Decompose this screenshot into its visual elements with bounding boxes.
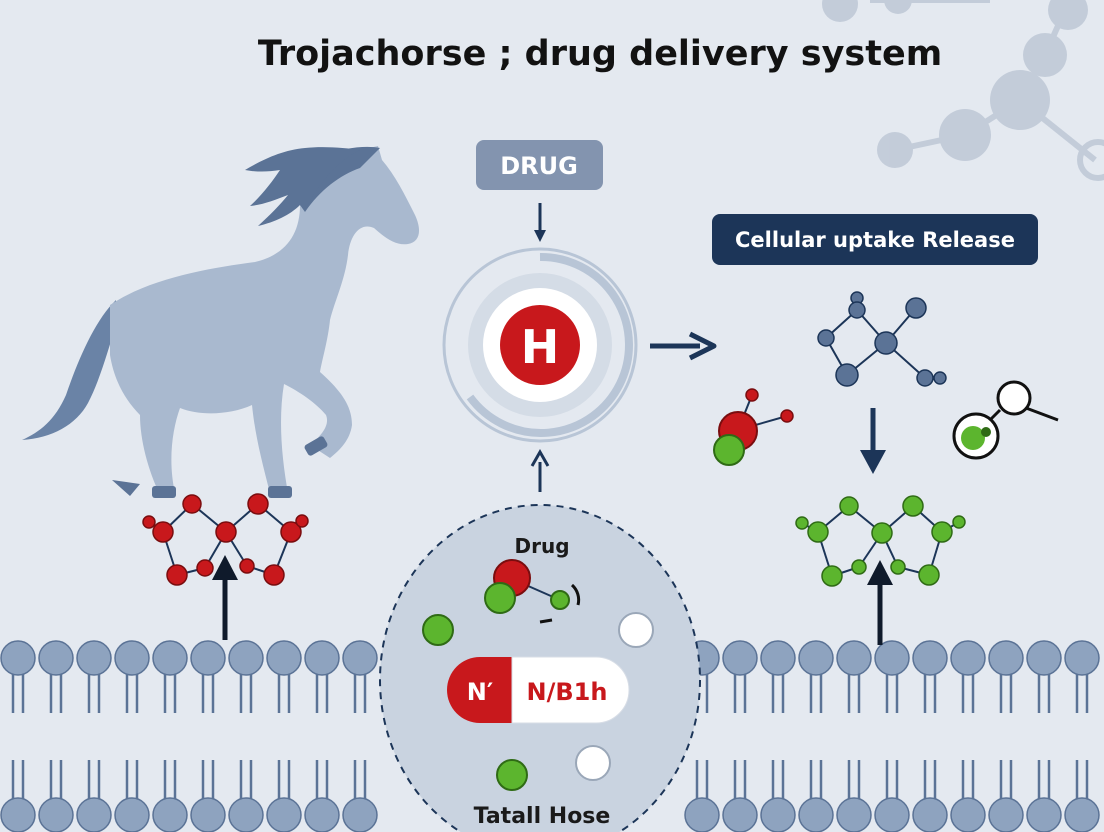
navy-molecule-icon [817, 291, 947, 387]
page-title: Trojachorse ; drug delivery system [258, 34, 942, 74]
molecule-atom [239, 558, 255, 574]
capsule: N′ N/Β1h [447, 656, 630, 724]
molecule-atom [215, 521, 237, 543]
lipid-head [1026, 640, 1062, 676]
vesicle-up-arrow [530, 448, 550, 492]
drug-molecule-icon [713, 388, 794, 466]
lipid-head [228, 797, 264, 832]
molecule-atom [247, 493, 269, 515]
molecule-atom [280, 521, 302, 543]
white-particle [575, 745, 611, 781]
lipid-head [874, 640, 910, 676]
drug-box: DRUG [476, 140, 603, 190]
molecule-atom [918, 564, 940, 586]
molecule-atom [142, 515, 156, 529]
lipid-head [798, 640, 834, 676]
lipid-head [266, 640, 302, 676]
lipid-head [912, 640, 948, 676]
lipid-head [722, 797, 758, 832]
green-particle [422, 614, 454, 646]
lipid-head [760, 640, 796, 676]
vesicle: Drug N′ N/Β1h Tatall Hose [379, 504, 701, 832]
lipid-head [988, 640, 1024, 676]
molecule-atom [839, 496, 859, 516]
lipid-head [1064, 640, 1100, 676]
lipid-head [190, 797, 226, 832]
molecule-atom [902, 495, 924, 517]
lipid-head [38, 797, 74, 832]
vesicle-bottom-label: Tatall Hose [474, 804, 611, 829]
core-letter: H [521, 320, 560, 374]
horse-icon [22, 146, 420, 498]
lipid-head [342, 797, 378, 832]
lipid-head [874, 797, 910, 832]
right-down-arrow [860, 408, 886, 474]
magnifier-icon [952, 380, 1059, 460]
vesicle-drug-label: Drug [514, 534, 569, 558]
lipid-head [912, 797, 948, 832]
lipid-head [76, 640, 112, 676]
lipid-head [152, 640, 188, 676]
capsule-left-label: N′ [467, 678, 493, 706]
capsule-right-label: N/Β1h [527, 678, 608, 706]
lipid-head [304, 640, 340, 676]
molecule-atom [182, 494, 202, 514]
lipid-head [152, 797, 188, 832]
molecule-atom [196, 559, 214, 577]
right-arrow [650, 331, 717, 361]
molecule-atom [931, 521, 953, 543]
lipid-head [798, 797, 834, 832]
green-particle [496, 759, 528, 791]
drug-core-icon: H [442, 247, 638, 443]
lipid-head [114, 797, 150, 832]
lipid-head [114, 640, 150, 676]
lipid-head [304, 797, 340, 832]
lipid-head [0, 797, 36, 832]
lipid-head [190, 640, 226, 676]
molecule-atom [807, 521, 829, 543]
lipid-head [988, 797, 1024, 832]
molecule-atom [890, 559, 906, 575]
molecule-atom [795, 516, 809, 530]
molecule-atom [166, 564, 188, 586]
molecule-atom [851, 559, 867, 575]
lipid-head [76, 797, 112, 832]
lipid-head [0, 640, 36, 676]
decorative-molecule-icon [822, 0, 1104, 181]
lipid-head [722, 640, 758, 676]
lipid-head [266, 797, 302, 832]
green-molecule-icon [795, 495, 966, 587]
lipid-head [38, 640, 74, 676]
molecule-atom [821, 565, 843, 587]
lipid-head [836, 797, 872, 832]
lipid-head [950, 640, 986, 676]
molecule-atom [263, 564, 285, 586]
lipid-head [228, 640, 264, 676]
lipid-head [1064, 797, 1100, 832]
lipid-head [950, 797, 986, 832]
lipid-head [684, 797, 720, 832]
white-particle [618, 612, 654, 648]
molecule-atom [871, 522, 893, 544]
vesicle-drug-molecule-icon [484, 559, 581, 624]
molecule-atom [952, 515, 966, 529]
release-pill: Cellular uptake Release [712, 214, 1038, 265]
molecule-atom [295, 514, 309, 528]
molecule-atom [152, 521, 174, 543]
left-up-arrow [212, 555, 238, 640]
red-molecule-icon [142, 493, 309, 586]
right-up-arrow [867, 560, 893, 645]
lipid-head [1026, 797, 1062, 832]
cell-membrane [0, 640, 1100, 832]
lipid-head [836, 640, 872, 676]
drug-box-label: DRUG [500, 152, 578, 180]
release-label: Cellular uptake Release [735, 228, 1015, 252]
lipid-head [760, 797, 796, 832]
lipid-head [342, 640, 378, 676]
